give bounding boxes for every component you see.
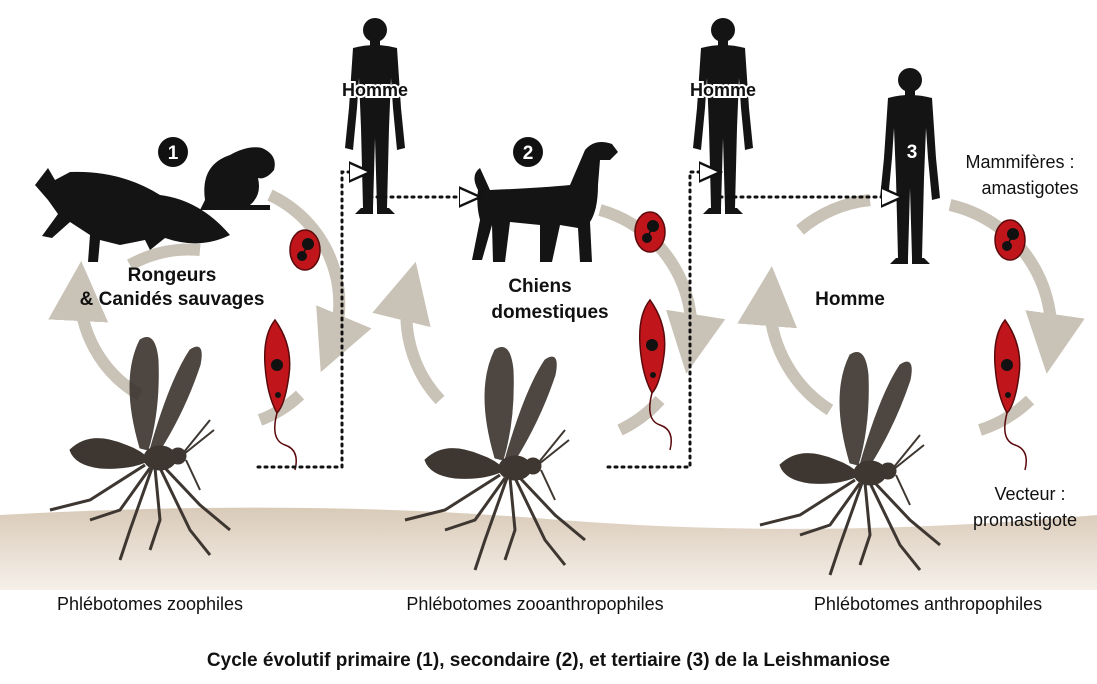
cycle-1: 1 Rongeurs & Canidés sauvages — [35, 137, 339, 560]
vector-stage-label-line1: Vecteur : — [994, 484, 1065, 504]
cycle-2-promastigote — [640, 300, 672, 450]
cycle-3-number: 3 — [907, 142, 918, 163]
cycle-1-host-label-line1: Rongeurs — [128, 265, 217, 286]
mammal-stage-label-line1: Mammifères : — [965, 152, 1074, 172]
cycle-1-amastigote — [290, 230, 320, 270]
cycle-2-host-label-line2: domestiques — [491, 302, 608, 323]
cycle-2: 2 Chiens domestiques — [405, 137, 692, 570]
cycle-3-amastigote — [995, 220, 1025, 260]
dog-icon — [472, 142, 618, 262]
accidental-host-1: Homme — [342, 18, 408, 214]
accidental-host-2: Homme — [690, 18, 756, 214]
cycle-1-number: 1 — [168, 143, 179, 164]
cycle-3: 3 Homme Mammifères : amastigotes Vecteur… — [760, 68, 1079, 575]
cycle-3-vector-label: Phlébotomes anthropophiles — [814, 594, 1042, 614]
cycle-2-vector-label: Phlébotomes zooanthropophiles — [406, 594, 663, 614]
human-icon — [880, 68, 940, 264]
cycle-3-host-label-line1: Homme — [815, 289, 885, 310]
cycle-1-loop-top — [130, 249, 200, 265]
cycle-2-host-label-line1: Chiens — [508, 276, 571, 297]
cycle-1-loop-right — [270, 195, 339, 350]
human-icon — [345, 18, 405, 214]
fox-icon — [35, 168, 230, 262]
cycle-2-amastigote — [635, 212, 665, 252]
cycle-2-loop-left — [406, 285, 440, 400]
cycle-2-number: 2 — [523, 143, 534, 164]
mammal-stage-label-line2: amastigotes — [981, 178, 1078, 198]
cycle-1-vector-label: Phlébotomes zoophiles — [57, 594, 243, 614]
accidental-host-1-label: Homme — [342, 80, 408, 100]
rodent-icon — [200, 147, 275, 210]
cycle-3-promastigote — [995, 320, 1027, 470]
accidental-host-2-label: Homme — [690, 80, 756, 100]
ground-band — [0, 508, 1097, 590]
vector-stage-label-line2: promastigote — [973, 510, 1077, 530]
cycle-1-host-label-line2: & Canidés sauvages — [80, 289, 265, 310]
figure-caption: Cycle évolutif primaire (1), secondaire … — [0, 650, 1097, 672]
cycle-3-loop-top — [800, 200, 870, 230]
human-icon — [693, 18, 753, 214]
cycle-2-loop-bottom — [620, 400, 660, 430]
